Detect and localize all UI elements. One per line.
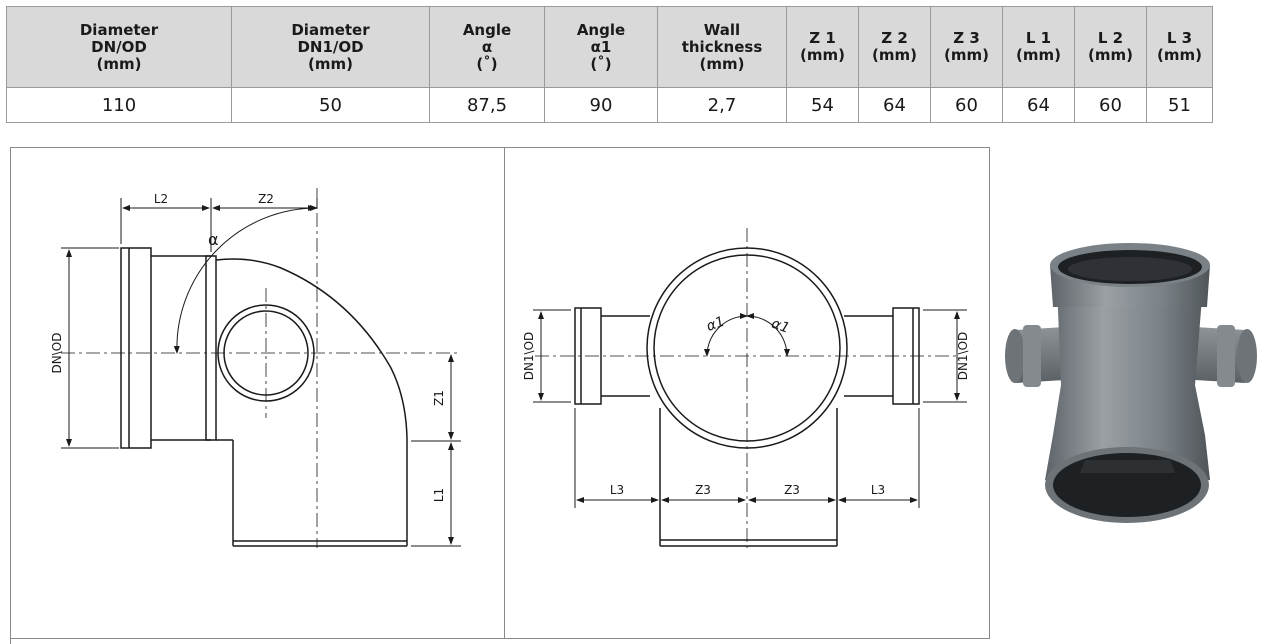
product-photo [1005, 243, 1257, 523]
value-row: 110 50 87,5 90 2,7 54 64 60 64 60 51 [6, 87, 1213, 123]
value-angle-alpha1: 90 [544, 87, 658, 123]
angle-alpha1-left-arc [704, 313, 748, 357]
value-dn-od: 110 [6, 87, 232, 123]
label-l3-left: L3 [610, 483, 624, 497]
header-l3: L 3(mm) [1146, 6, 1213, 88]
label-z1: Z1 [432, 390, 446, 406]
label-dn1-od-left: DN1\OD [522, 332, 536, 381]
header-l2: L 2(mm) [1074, 6, 1147, 88]
elbow-outer-curve [215, 258, 408, 439]
value-l3: 51 [1146, 87, 1213, 123]
side-view-panel: L2 Z2 α DN\OD Z1 L1 [10, 147, 505, 639]
header-z3: Z 3(mm) [930, 6, 1003, 88]
side-view-drawing: L2 Z2 α DN\OD Z1 L1 [50, 188, 461, 548]
angle-alpha-arc [173, 205, 318, 354]
value-l1: 64 [1002, 87, 1075, 123]
front-view-panel: DN1\OD DN1\OD α1 α1 L3 Z3 Z3 L3 [504, 147, 990, 639]
value-l2: 60 [1074, 87, 1147, 123]
label-dn-od: DN\OD [50, 333, 64, 374]
value-wall-thickness: 2,7 [657, 87, 787, 123]
header-l1: L 1(mm) [1002, 6, 1075, 88]
value-z2: 64 [858, 87, 931, 123]
socket-collar [120, 247, 152, 449]
value-angle-alpha: 87,5 [429, 87, 545, 123]
left-branch-collar [574, 307, 602, 405]
value-z1: 54 [786, 87, 859, 123]
label-z3-right: Z3 [784, 483, 800, 497]
label-l3-right: L3 [871, 483, 885, 497]
label-alpha: α [208, 230, 219, 249]
angle-alpha1-right-arc [746, 313, 790, 357]
value-z3: 60 [930, 87, 1003, 123]
header-z2: Z 2(mm) [858, 6, 931, 88]
label-alpha1-right: α1 [769, 316, 792, 337]
label-alpha1-left: α1 [704, 314, 727, 335]
label-l2: L2 [154, 192, 168, 206]
header-z1: Z 1(mm) [786, 6, 859, 88]
label-l1: L1 [432, 488, 446, 502]
value-dn1-od: 50 [231, 87, 430, 123]
label-dn1-od-right: DN1\OD [956, 332, 970, 381]
front-view-drawing: DN1\OD DN1\OD α1 α1 L3 Z3 Z3 L3 [522, 228, 970, 548]
label-z3-left: Z3 [695, 483, 711, 497]
label-z2: Z2 [258, 192, 274, 206]
